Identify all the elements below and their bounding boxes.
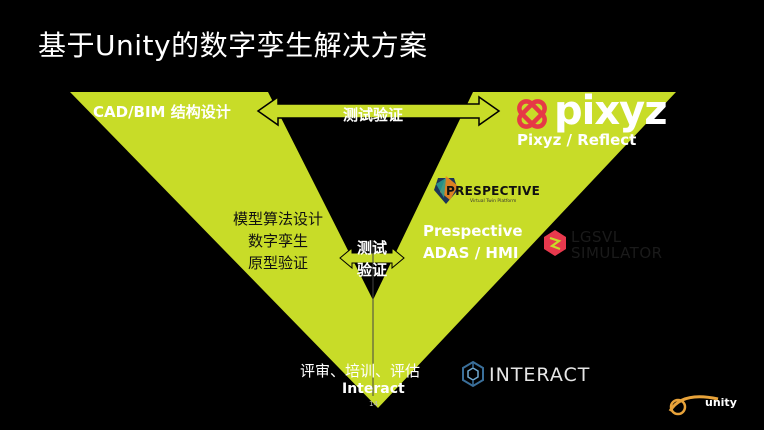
label-model-design: 模型算法设计 [232, 210, 323, 228]
prespective-tagline: Virtual Twin Platform [470, 199, 517, 204]
label-test-verify-top: 测试验证 [343, 106, 404, 124]
pixyz-mark-icon [517, 99, 547, 129]
unity-logo-icon [668, 395, 719, 416]
label-interact: Interact [342, 381, 405, 397]
top-double-arrow [256, 95, 501, 127]
page-title: 基于Unity的数字孪生解决方案 [38, 29, 428, 62]
label-pixyz-reflect: Pixyz / Reflect [517, 131, 637, 149]
label-digital-twin: 数字孪生 [247, 232, 308, 250]
middle-double-arrow [339, 246, 405, 270]
label-cad-bim: CAD/BIM 结构设计 [93, 103, 231, 121]
prespective-logo-text: PRESPECTIVE [446, 184, 541, 198]
label-test-mid: 测试 [356, 239, 387, 257]
label-adas-hmi: ADAS / HMI [423, 244, 519, 262]
page-number: 14 [369, 400, 378, 408]
interact-logo-text: INTERACT [489, 364, 591, 386]
interact-icon [462, 360, 484, 388]
label-verify-mid: 验证 [356, 261, 387, 279]
pixyz-logo-text: pixyz [554, 88, 667, 134]
label-prespective: Prespective [423, 222, 523, 240]
lgsvl-logo-line2: SIMULATOR [571, 244, 663, 262]
prespective-icon [434, 176, 458, 204]
lgsvl-icon [544, 230, 566, 256]
v-shape [70, 92, 676, 408]
label-prototype-verify: 原型验证 [247, 254, 308, 272]
lgsvl-logo-line1: LGSVL [571, 228, 622, 246]
unity-logo-text: unity [705, 396, 737, 409]
label-review-training: 评审、培训、评估 [300, 362, 421, 380]
